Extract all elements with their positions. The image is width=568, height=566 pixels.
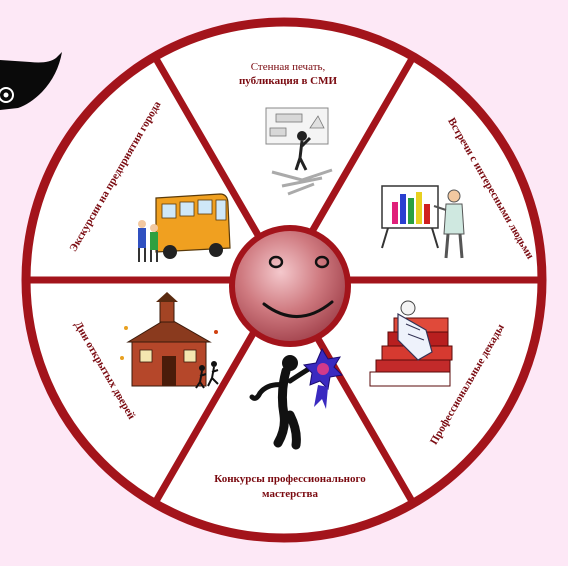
- segment-label-bottom-line2: мастерства: [262, 488, 318, 500]
- black-arrow-icon: [0, 52, 62, 110]
- segment-label-bottom-line1: Конкурсы профессионального: [214, 473, 366, 485]
- figure-award-icon: [249, 347, 344, 450]
- lecturer-chart-icon: [381, 185, 465, 259]
- school-building-icon: [120, 292, 219, 389]
- wheel-outer-ring: [21, 17, 547, 543]
- segment-label-top-line1: Стенная печать,: [251, 61, 326, 73]
- segment-label-top-line2: публикация в СМИ: [239, 75, 337, 87]
- bus-people-icon: [138, 193, 231, 262]
- presenter-clipart-icon: [265, 107, 333, 196]
- smiley-face-icon: [229, 225, 351, 347]
- books-figure-icon: [369, 300, 453, 387]
